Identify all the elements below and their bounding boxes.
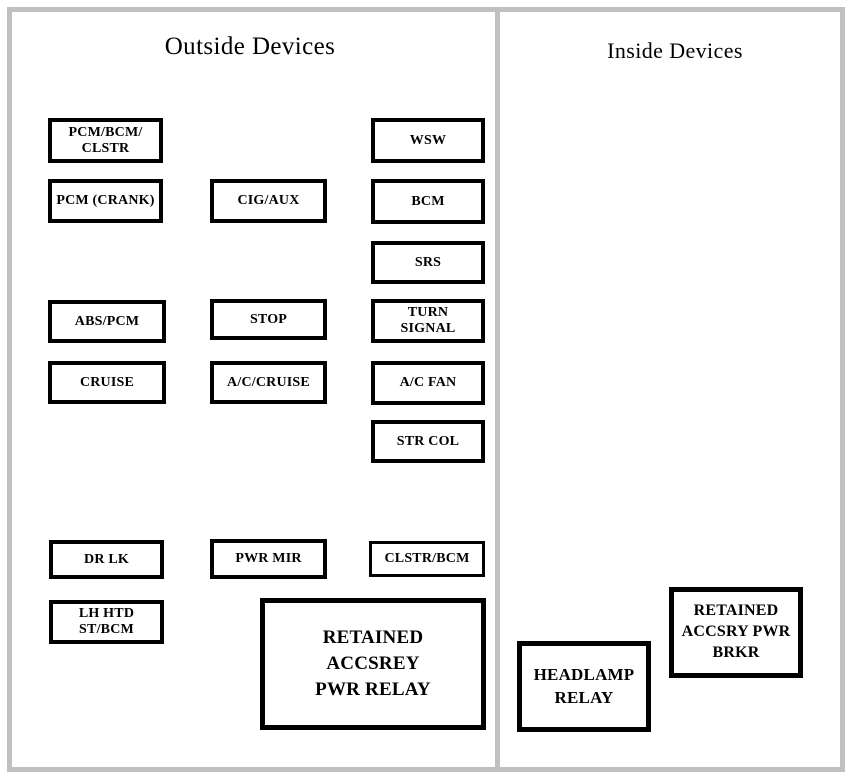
inside-devices-title: Inside Devices xyxy=(607,38,743,63)
fuse-clstr-bcm[interactable]: CLSTR/BCM xyxy=(369,541,485,577)
fuse-cruise[interactable]: CRUISE xyxy=(48,361,166,404)
fuse-bcm-label: BCM xyxy=(411,193,445,209)
fuse-cig-aux-label: CIG/AUX xyxy=(237,193,300,209)
panel-divider xyxy=(495,7,500,772)
relay-retained-accsry-pwr-brkr[interactable]: RETAINED ACCSRY PWR BRKR xyxy=(669,587,803,678)
fuse-pcm-crank[interactable]: PCM (CRANK) xyxy=(48,179,163,223)
fuse-srs-label: SRS xyxy=(414,254,442,270)
fuse-dr-lk[interactable]: DR LK xyxy=(49,540,164,579)
relay-retained-accsry-pwr-brkr-label: RETAINED ACCSRY PWR BRKR xyxy=(681,602,791,661)
fuse-pcm-crank-label: PCM (CRANK) xyxy=(56,193,155,209)
fuse-cig-aux[interactable]: CIG/AUX xyxy=(210,179,327,223)
fuse-lh-htd-st-bcm[interactable]: LH HTD ST/BCM xyxy=(49,600,164,644)
fuse-abs-pcm[interactable]: ABS/PCM xyxy=(48,300,166,343)
fuse-ac-fan[interactable]: A/C FAN xyxy=(371,361,485,405)
fuse-turn-signal[interactable]: TURN SIGNAL xyxy=(371,299,485,343)
relay-retained-accsrey-pwr-relay[interactable]: RETAINED ACCSREY PWR RELAY xyxy=(260,598,486,730)
fuse-turn-signal-label: TURN SIGNAL xyxy=(400,305,456,336)
fuse-stop[interactable]: STOP xyxy=(210,299,327,340)
fuse-wsw-label: WSW xyxy=(409,132,447,148)
fuse-ac-cruise-label: A/C/CRUISE xyxy=(227,374,310,390)
fuse-str-col[interactable]: STR COL xyxy=(371,420,485,463)
fuse-pwr-mir-label: PWR MIR xyxy=(235,551,302,567)
fuse-abs-pcm-label: ABS/PCM xyxy=(74,313,140,329)
fuse-bcm[interactable]: BCM xyxy=(371,179,485,224)
fuse-lh-htd-st-bcm-label: LH HTD ST/BCM xyxy=(78,606,135,637)
fuse-ac-fan-label: A/C FAN xyxy=(399,375,457,391)
fuse-dr-lk-label: DR LK xyxy=(84,551,129,567)
outside-devices-title: Outside Devices xyxy=(164,33,336,60)
fuse-srs[interactable]: SRS xyxy=(371,241,485,284)
fuse-stop-label: STOP xyxy=(249,311,288,327)
relay-headlamp[interactable]: HEADLAMP RELAY xyxy=(517,641,651,732)
fuse-pcm-bcm-clstr-label: PCM/BCM/ CLSTR xyxy=(68,124,143,156)
relay-retained-accsrey-pwr-relay-label: RETAINED ACCSREY PWR RELAY xyxy=(315,626,431,701)
fuse-str-col-label: STR COL xyxy=(396,433,460,449)
fuse-cruise-label: CRUISE xyxy=(79,374,135,390)
fuse-wsw[interactable]: WSW xyxy=(371,118,485,163)
relay-headlamp-label: HEADLAMP RELAY xyxy=(533,665,635,707)
fuse-ac-cruise[interactable]: A/C/CRUISE xyxy=(210,361,327,404)
fuse-pcm-bcm-clstr[interactable]: PCM/BCM/ CLSTR xyxy=(48,118,163,163)
fuse-pwr-mir[interactable]: PWR MIR xyxy=(210,539,327,579)
fuse-clstr-bcm-label: CLSTR/BCM xyxy=(384,551,470,567)
